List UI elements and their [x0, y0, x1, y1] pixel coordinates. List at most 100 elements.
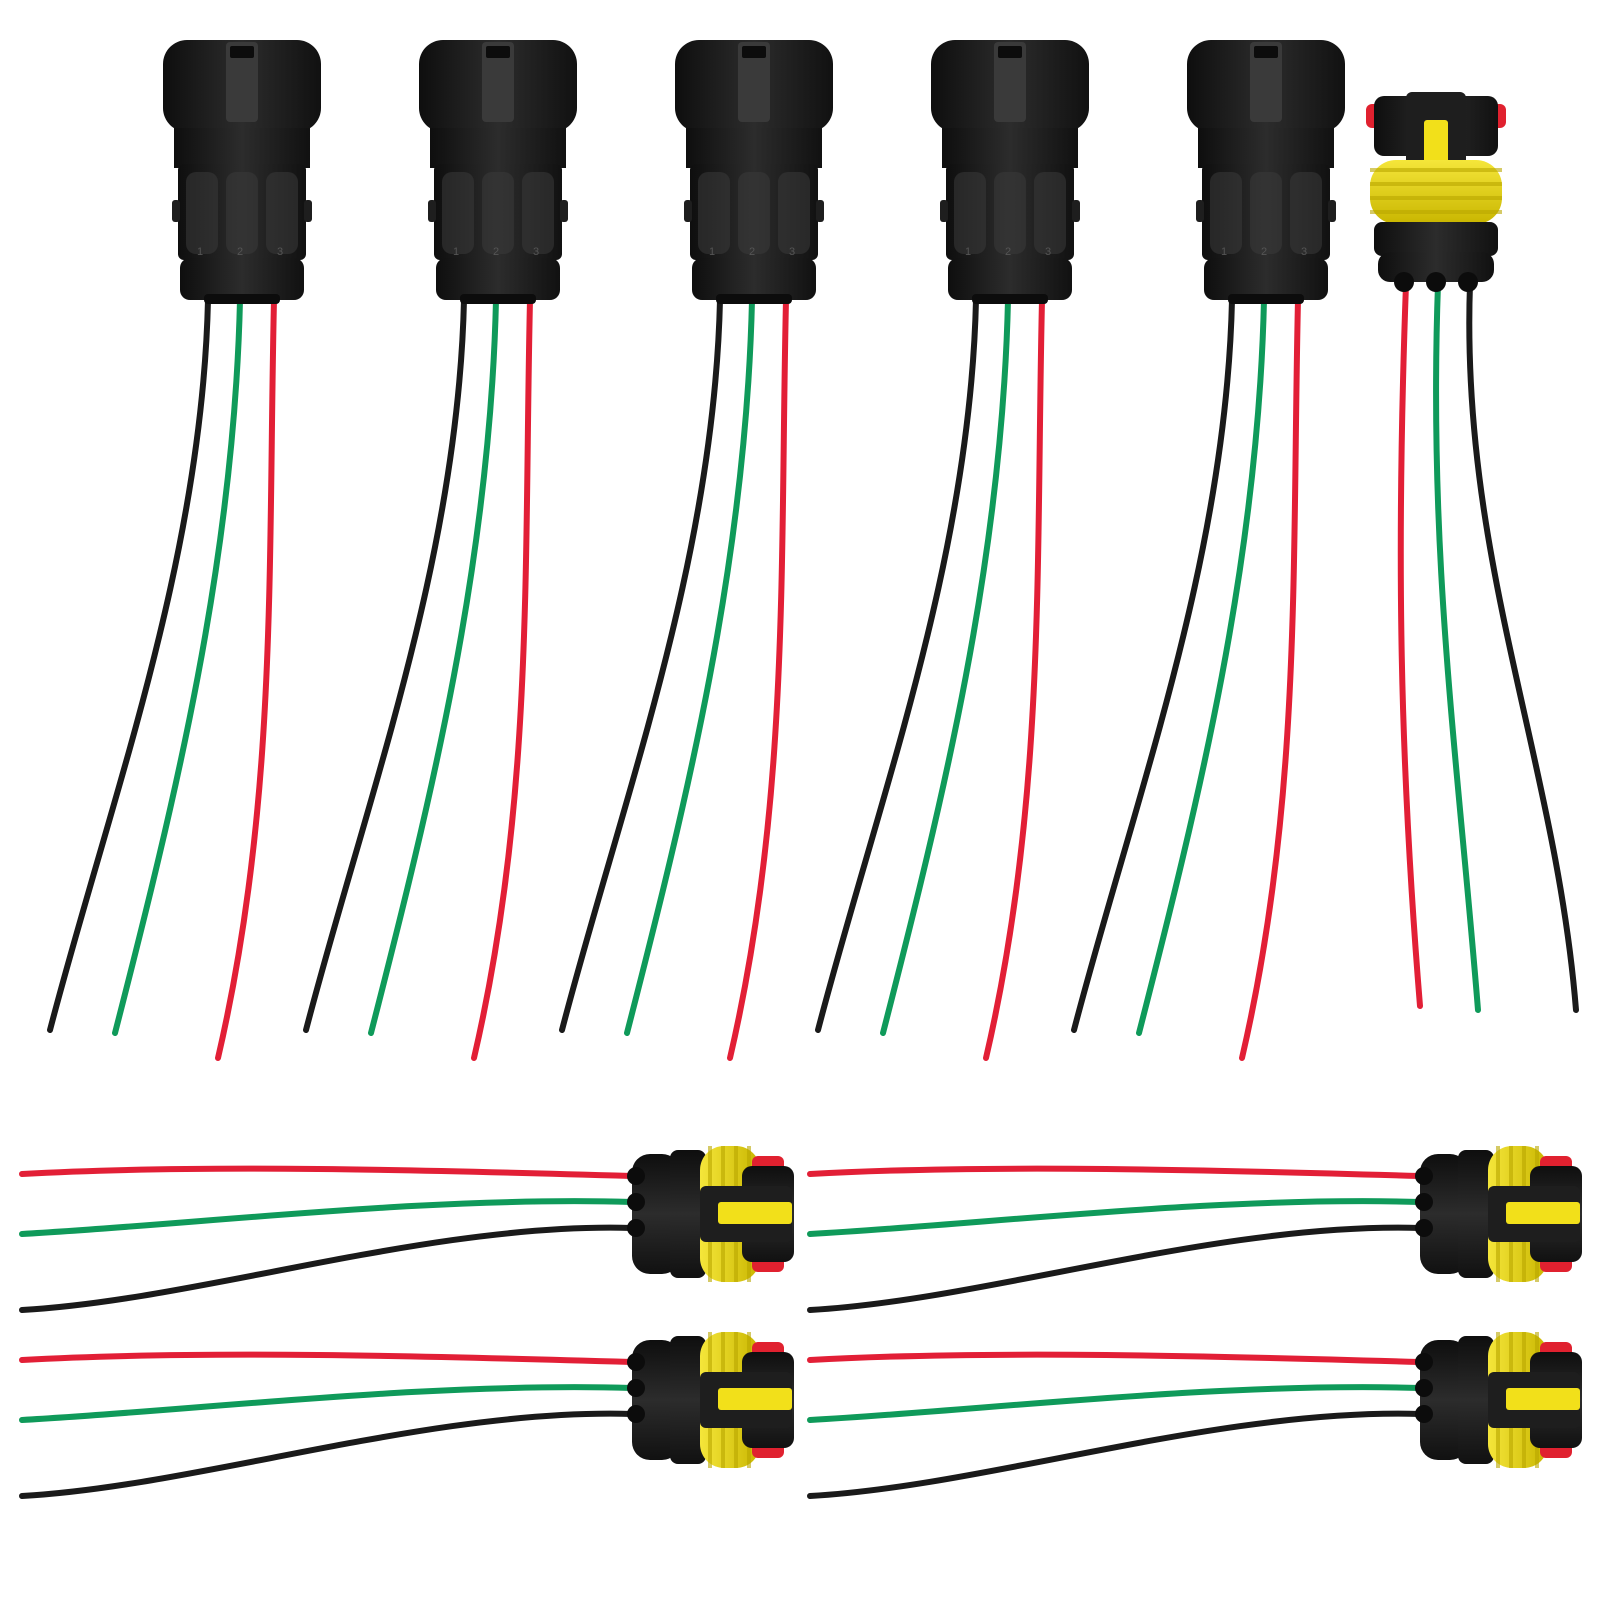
wire-red	[807, 1165, 1423, 1179]
body-rib	[482, 172, 514, 254]
latch-notch	[742, 46, 766, 58]
wire-black	[19, 1410, 635, 1499]
body-rib	[1210, 172, 1242, 254]
wire-seal	[716, 294, 792, 304]
female-connector-horizontal	[627, 1146, 794, 1282]
wire-red	[19, 1165, 635, 1179]
wire-green	[19, 1198, 635, 1237]
wire-seal	[1228, 294, 1304, 304]
body-rib	[442, 172, 474, 254]
side-bump	[1328, 200, 1336, 222]
side-bump	[816, 200, 824, 222]
connector-neck	[686, 128, 822, 168]
connector-neck	[174, 128, 310, 168]
body-rib	[994, 172, 1026, 254]
female-connector-horizontal	[627, 1332, 794, 1468]
wire-port	[627, 1379, 645, 1397]
yellow-seal	[1370, 160, 1502, 224]
seal-ring	[1370, 196, 1502, 200]
wire-port	[627, 1353, 645, 1371]
wire-red	[807, 1351, 1423, 1365]
side-bump	[940, 200, 948, 222]
wire-black	[47, 297, 211, 1033]
wire-black	[815, 297, 979, 1033]
connector-latch	[1250, 42, 1282, 122]
connector-neck	[942, 128, 1078, 168]
female-connector-horizontal	[1415, 1332, 1582, 1468]
body-rib	[186, 172, 218, 254]
pin-label: 2	[1005, 246, 1011, 258]
wire-port	[1426, 272, 1446, 292]
wire-red	[215, 297, 277, 1061]
latch-window	[718, 1202, 792, 1224]
wire-green	[807, 1198, 1423, 1237]
wire-green	[368, 297, 499, 1036]
pin-label: 2	[749, 246, 755, 258]
female-connector-vertical	[1366, 92, 1506, 292]
wire-red	[1239, 297, 1301, 1061]
connector-latch	[226, 42, 258, 122]
wire-green	[19, 1384, 635, 1423]
pin-label: 3	[277, 246, 283, 258]
latch-window	[1506, 1388, 1580, 1410]
connector-rear	[1420, 1154, 1468, 1274]
body-rib	[266, 172, 298, 254]
body-rib	[522, 172, 554, 254]
side-bump	[1072, 200, 1080, 222]
wire-green	[1136, 297, 1267, 1036]
connector-collar	[1204, 258, 1328, 300]
wire-red	[19, 1351, 635, 1365]
latch-notch	[230, 46, 254, 58]
seal-ring	[1370, 168, 1502, 172]
connector-latch	[994, 42, 1026, 122]
side-bump	[304, 200, 312, 222]
pin-label: 3	[533, 246, 539, 258]
wire-green	[1433, 281, 1481, 1013]
pin-label: 1	[197, 246, 203, 258]
latch-notch	[998, 46, 1022, 58]
female-connector-horizontal	[1415, 1146, 1582, 1282]
side-bump	[428, 200, 436, 222]
latch-notch	[1254, 46, 1278, 58]
side-bump	[1196, 200, 1204, 222]
wire-black	[807, 1224, 1423, 1313]
connector-collar	[948, 258, 1072, 300]
connector-latch	[738, 42, 770, 122]
pin-label: 1	[709, 246, 715, 258]
body-rib	[954, 172, 986, 254]
wire-black	[19, 1224, 635, 1313]
connector-body	[1458, 1150, 1494, 1278]
wire-port	[1415, 1167, 1433, 1185]
wire-port	[1458, 272, 1478, 292]
wire-green	[112, 297, 243, 1036]
pin-label: 3	[789, 246, 795, 258]
connector-neck	[1198, 128, 1334, 168]
wire-port	[627, 1405, 645, 1423]
wire-port	[1415, 1353, 1433, 1371]
side-bump	[172, 200, 180, 222]
wire-green	[880, 297, 1011, 1036]
wire-black	[303, 297, 467, 1033]
wire-black	[807, 1410, 1423, 1499]
pin-label: 1	[1221, 246, 1227, 258]
seal-ring	[1370, 182, 1502, 186]
wire-red	[983, 297, 1045, 1061]
body-rib	[226, 172, 258, 254]
male-connector: 1 2 3	[675, 40, 833, 304]
wire-red	[727, 297, 789, 1061]
connector-body	[1374, 222, 1498, 256]
latch-window	[718, 1388, 792, 1410]
pin-label: 2	[1261, 246, 1267, 258]
latch-notch	[486, 46, 510, 58]
wire-seal	[460, 294, 536, 304]
connector-neck	[430, 128, 566, 168]
latch-window	[1506, 1202, 1580, 1224]
wire-port	[1415, 1193, 1433, 1211]
connector-body	[1458, 1336, 1494, 1464]
